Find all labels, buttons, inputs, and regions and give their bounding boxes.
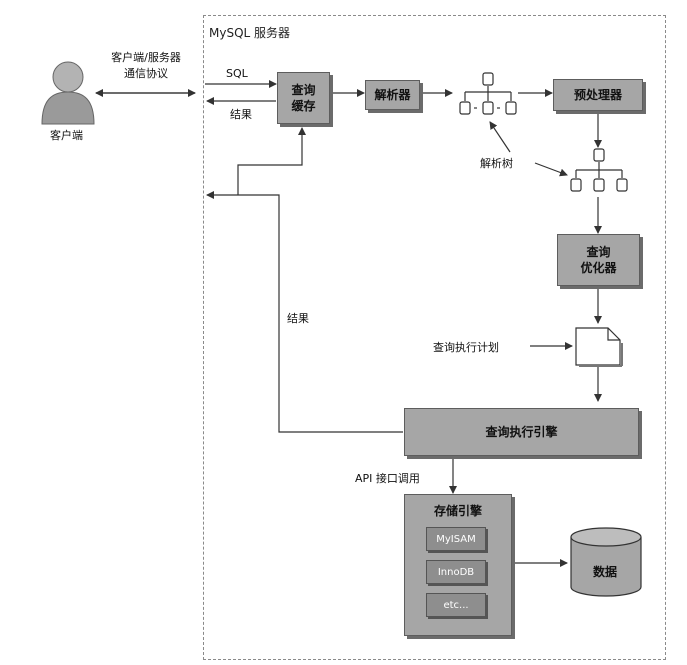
- result-label-top: 结果: [230, 108, 252, 121]
- query-cache-line1: 查询: [291, 83, 316, 97]
- protocol-label-line2: 通信协议: [124, 67, 168, 80]
- parse-tree-icon-2: [570, 148, 628, 192]
- parse-tree-pointer: [489, 121, 511, 153]
- result-path: [206, 191, 403, 433]
- execution-engine-box: 查询执行引擎: [404, 408, 639, 456]
- execution-engine-label: 查询执行引擎: [485, 425, 558, 439]
- storage-engine-item: InnoDB: [426, 560, 486, 584]
- preprocessor-label: 预处理器: [573, 88, 622, 102]
- server-label: MySQL 服务器: [209, 26, 291, 40]
- optimizer-box: 查询 优化器: [557, 234, 640, 286]
- query-cache-box: 查询 缓存: [277, 72, 330, 124]
- execution-plan-document-icon: [575, 327, 623, 367]
- mysql-server-boundary: [203, 15, 666, 660]
- parse-tree-icon: [459, 72, 517, 115]
- client-person-icon: [41, 61, 95, 125]
- result-to-cache: [237, 127, 306, 195]
- api-call-label: API 接口调用: [355, 472, 420, 485]
- optimizer-line1: 查询: [586, 245, 611, 259]
- client-label: 客户端: [50, 129, 83, 142]
- database-cylinder-icon: [570, 527, 642, 597]
- protocol-label-line1: 客户端/服务器: [111, 51, 181, 64]
- optimizer-line2: 优化器: [580, 261, 617, 275]
- parser-label: 解析器: [374, 88, 411, 102]
- storage-engine-item: MyISAM: [426, 527, 486, 551]
- query-cache-line2: 缓存: [291, 99, 316, 113]
- data-label: 数据: [593, 565, 618, 579]
- parse-tree-label: 解析树: [480, 157, 513, 170]
- parse-tree-pointer-2: [534, 162, 568, 177]
- parser-box: 解析器: [365, 80, 420, 110]
- result-label-side: 结果: [287, 312, 309, 325]
- storage-engine-label: 存储引擎: [433, 504, 482, 518]
- storage-engine-item: etc...: [426, 593, 486, 617]
- sql-label: SQL: [226, 67, 248, 80]
- preprocessor-box: 预处理器: [553, 79, 643, 111]
- execution-plan-label: 查询执行计划: [433, 341, 499, 354]
